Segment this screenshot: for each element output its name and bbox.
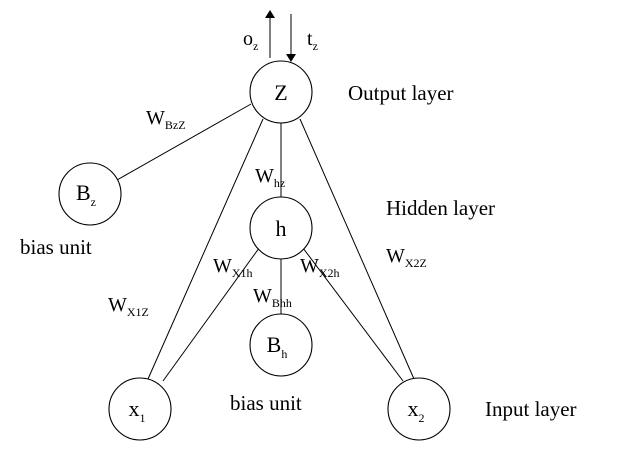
node-hidden-h: h [249,196,313,260]
node-bias-z: Bz [58,162,122,226]
svg-text:h: h [276,216,287,241]
weight-bhh: WBhh [253,285,292,310]
weight-x1z: WX1Z [108,294,149,319]
target-signal-label: tz [307,28,318,53]
hidden-layer-label: Hidden layer [386,196,495,220]
node-input-x2: x2 [387,377,451,441]
output-signal-label: oz [243,28,258,53]
svg-text:x2: x2 [408,396,425,425]
svg-text:Bh: Bh [267,332,288,361]
weight-x2h: WX2h [300,255,340,280]
weight-x1h: WX1h [213,255,253,280]
bias-z-label: bias unit [20,235,92,259]
svg-text:Z: Z [274,80,287,105]
node-output-z: Z [249,60,313,124]
edge-h-x1 [162,243,263,382]
edge-z-x2 [299,118,415,380]
weight-bz-z: WBzZ [146,107,186,132]
edge-z-x1 [147,118,264,380]
svg-text:Bz: Bz [76,180,96,209]
edge-h-x2 [299,243,404,382]
input-layer-label: Input layer [485,397,577,421]
edge-bz-z [116,103,252,181]
weight-hz: Whz [255,165,285,190]
bias-h-label: bias unit [230,391,302,415]
svg-text:x1: x1 [129,396,146,425]
weight-x2z: WX2Z [386,245,427,270]
node-input-x1: x1 [108,377,172,441]
output-layer-label: Output layer [348,81,454,105]
node-bias-h: Bh [249,313,313,377]
